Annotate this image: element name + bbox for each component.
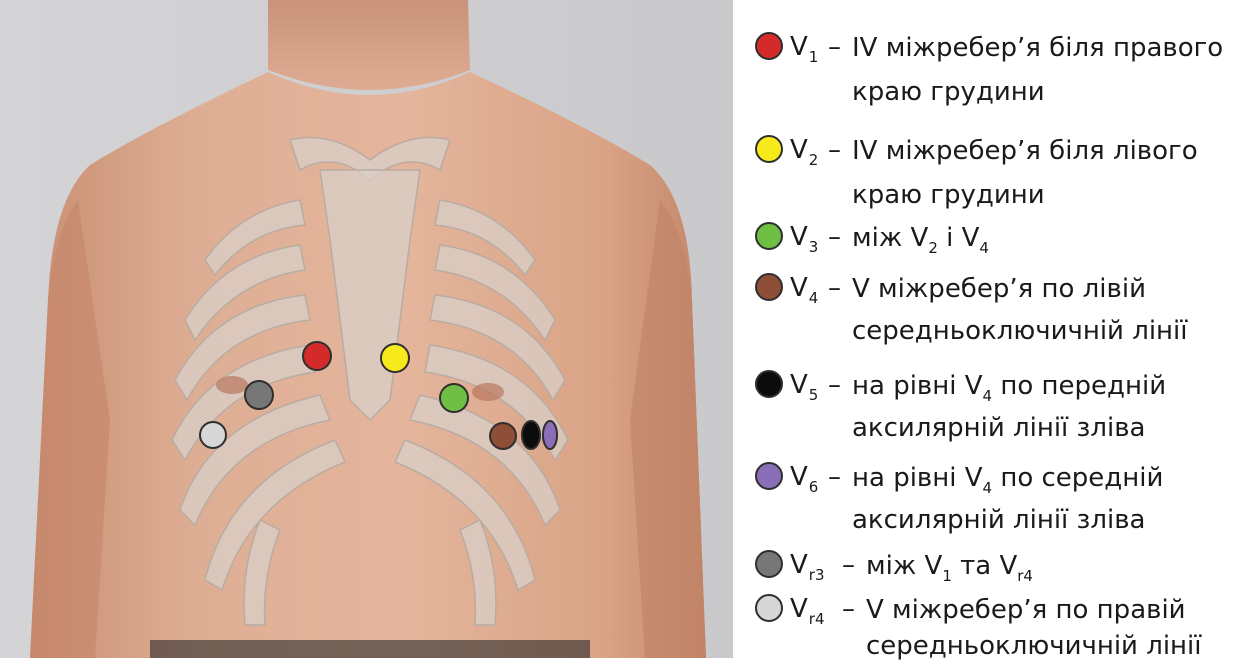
- lead-label: V4: [790, 271, 818, 308]
- description-line-2: краю грудини: [852, 173, 1045, 217]
- dash: –: [828, 133, 841, 167]
- description-line-2: середньоключичній лінії: [866, 624, 1202, 668]
- green-dot-icon: [755, 222, 783, 250]
- description-line-1: на рівні V4 по передній: [852, 364, 1166, 411]
- description-line-1: між V2 і V4: [852, 216, 989, 263]
- purple-dot-icon: [755, 462, 783, 490]
- electrode-v4: [490, 423, 516, 449]
- description-line-2: краю грудини: [852, 70, 1045, 114]
- lead-label: Vr4: [790, 592, 825, 629]
- description-line-1: між V1 та Vr4: [866, 544, 1033, 591]
- lead-label: V2: [790, 133, 818, 170]
- dash: –: [828, 271, 841, 305]
- light-gray-dot-icon: [755, 594, 783, 622]
- brown-dot-icon: [755, 273, 783, 301]
- black-dot-icon: [755, 370, 783, 398]
- gray-dot-icon: [755, 550, 783, 578]
- electrode-vr3: [245, 381, 273, 409]
- lead-label: Vr3: [790, 548, 825, 585]
- electrode-v2: [381, 344, 409, 372]
- electrode-vr4: [200, 422, 226, 448]
- description-line-2: аксилярній лінії зліва: [852, 498, 1145, 542]
- dash: –: [828, 368, 841, 402]
- electrode-v6: [543, 421, 557, 449]
- lead-label: V5: [790, 368, 818, 405]
- yellow-dot-icon: [755, 135, 783, 163]
- dash: –: [828, 460, 841, 494]
- dash: –: [828, 30, 841, 64]
- dash: –: [828, 220, 841, 254]
- red-dot-icon: [755, 32, 783, 60]
- description-line-1: IV міжребер’я біля лівого: [852, 129, 1198, 173]
- dash: –: [842, 548, 855, 582]
- chest-photo-with-electrodes: [0, 0, 733, 658]
- lead-label: V3: [790, 220, 818, 257]
- electrode-v5: [522, 421, 540, 449]
- description-line-1: IV міжребер’я біля правого: [852, 26, 1223, 70]
- description-line-2: аксилярній лінії зліва: [852, 406, 1145, 450]
- lead-label: V1: [790, 30, 818, 67]
- lead-label: V6: [790, 460, 818, 497]
- electrode-legend: V1 – IV міжребер’я біля правого краю гру…: [748, 14, 1253, 654]
- electrode-v1: [303, 342, 331, 370]
- description-line-1: V міжребер’я по лівій: [852, 267, 1146, 311]
- description-line-1: на рівні V4 по середній: [852, 456, 1163, 503]
- dash: –: [842, 592, 855, 626]
- electrode-v3: [440, 384, 468, 412]
- description-line-2: середньоключичній лінії: [852, 309, 1188, 353]
